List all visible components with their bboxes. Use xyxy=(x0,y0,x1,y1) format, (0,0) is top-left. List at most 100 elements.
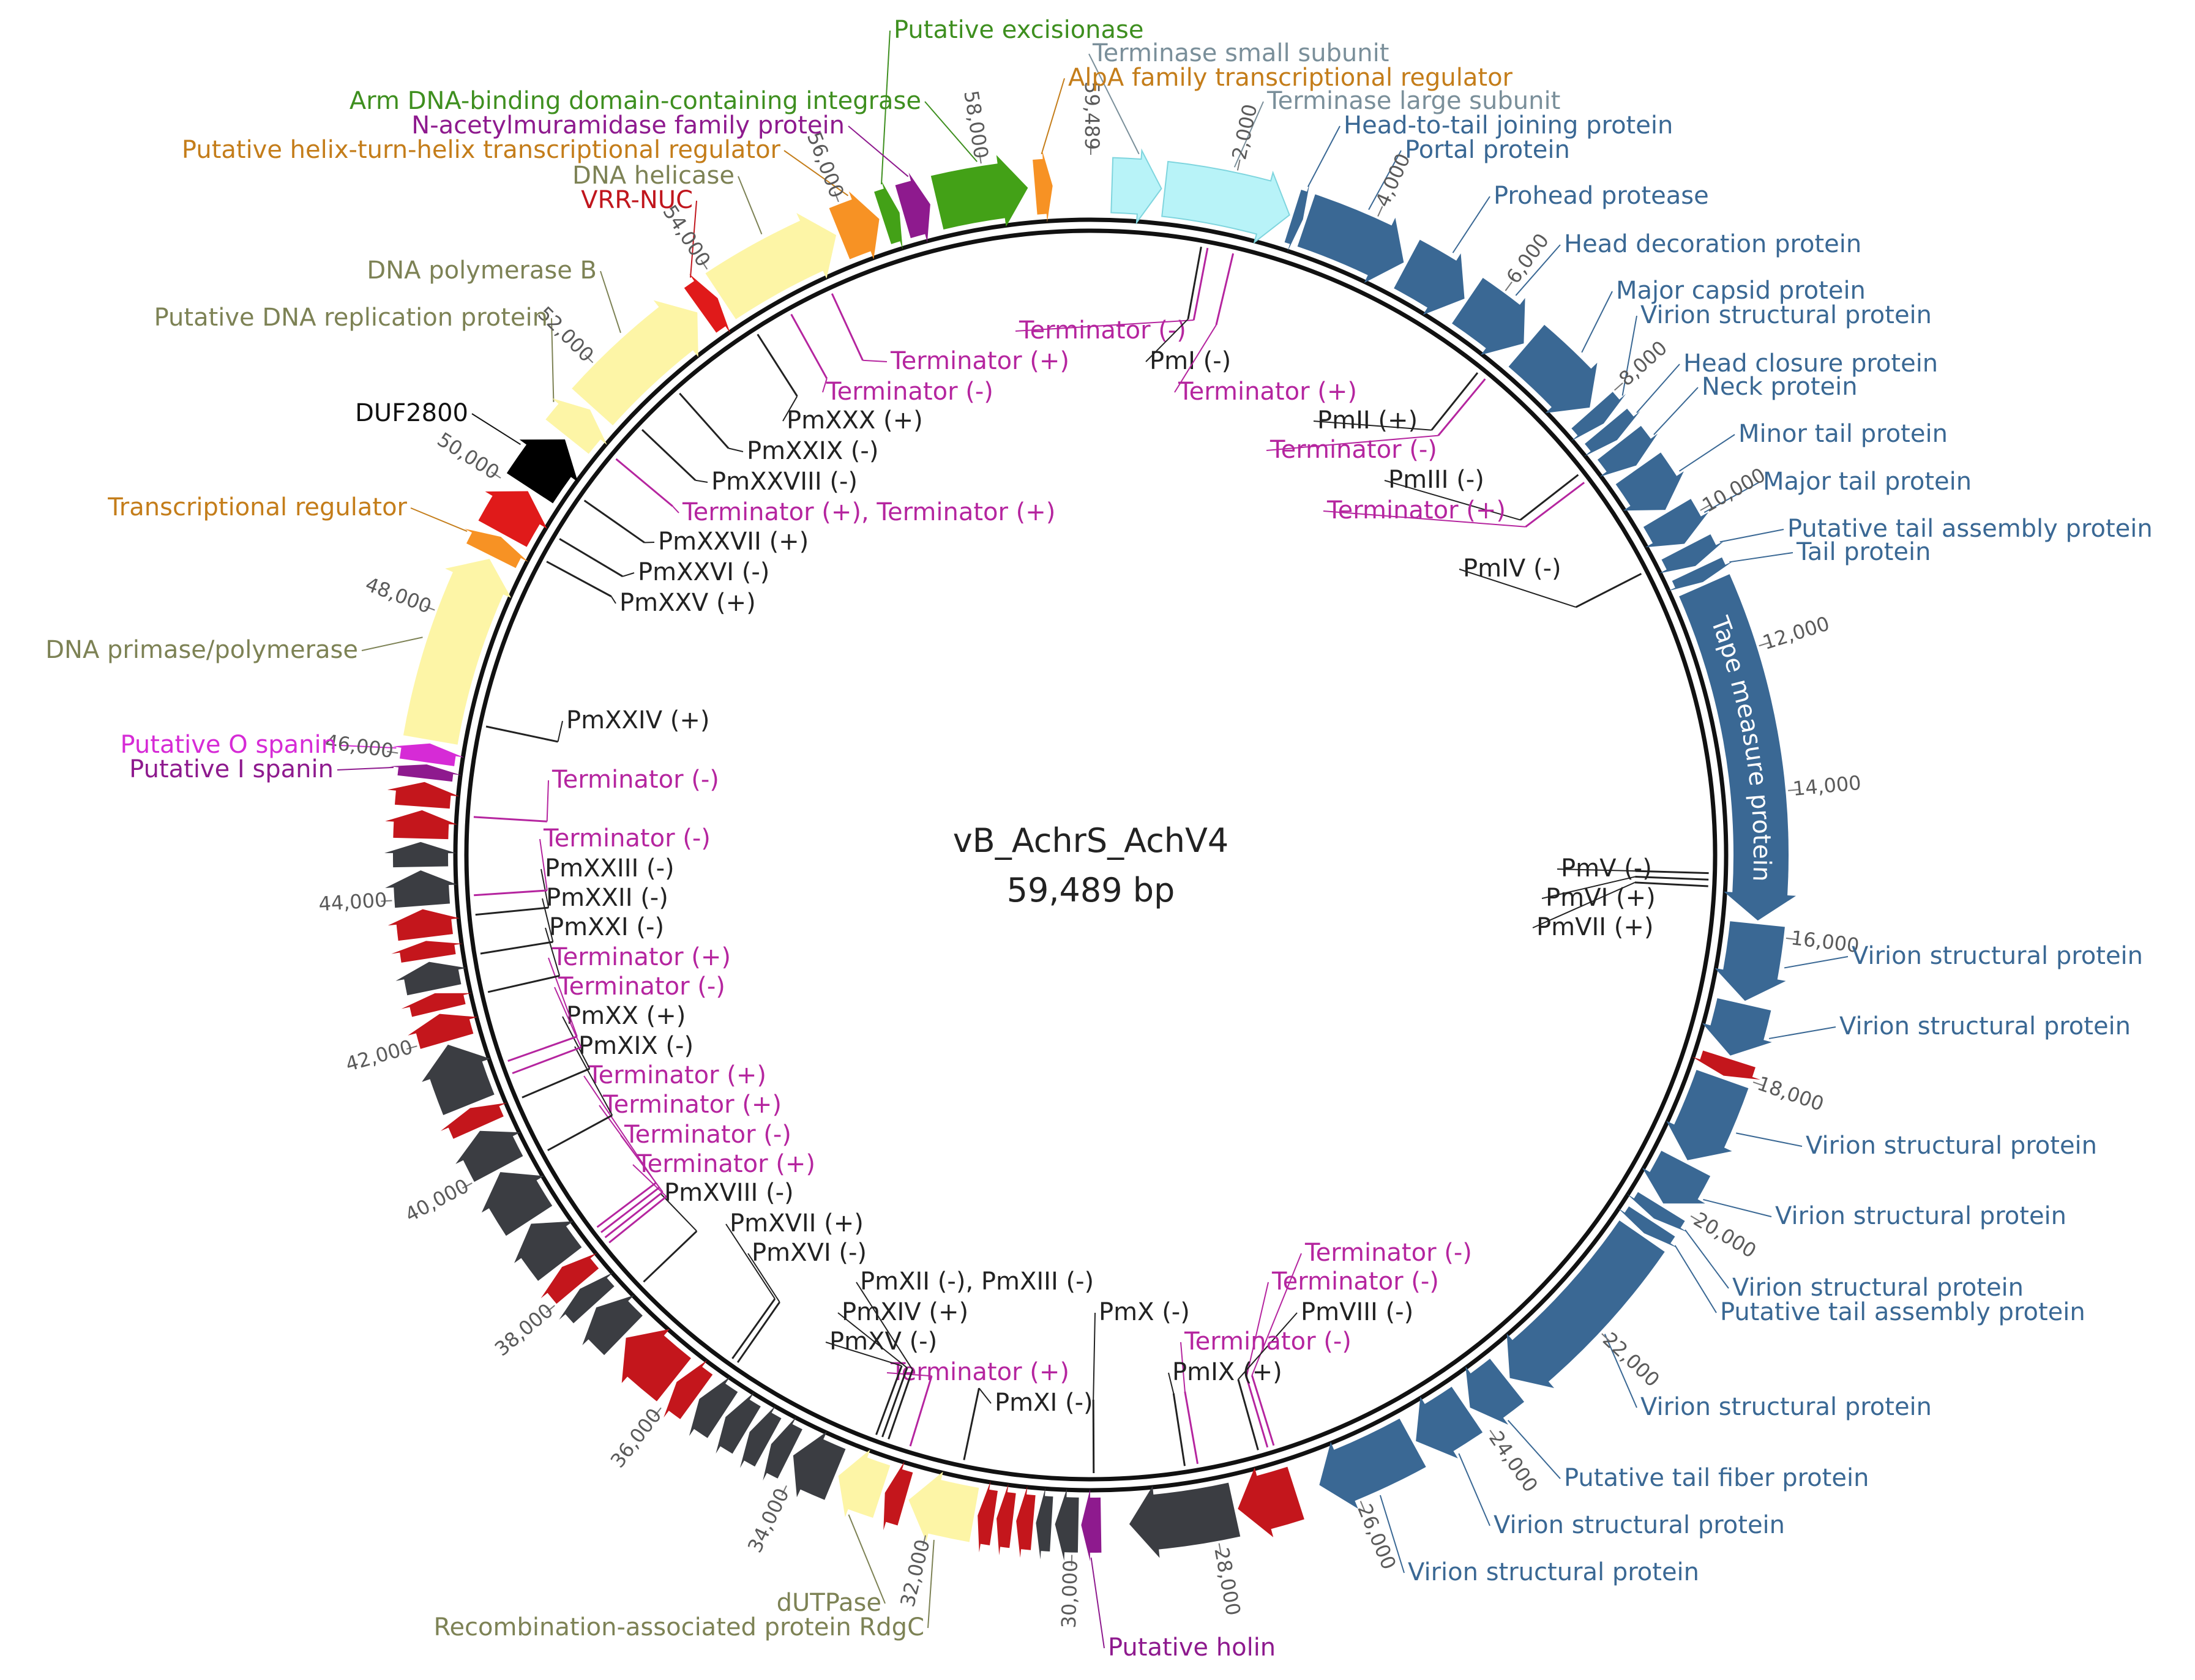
promoter-label: PmXXIX (-) xyxy=(747,437,878,465)
gene-putative-tail-assembly-protein xyxy=(1659,534,1724,573)
terminator-label: Terminator (-) xyxy=(1270,436,1437,464)
terminator-label: Terminator (-) xyxy=(552,766,719,794)
map-name: vB_AchrS_AchV4 xyxy=(953,821,1229,860)
terminator-mark xyxy=(1215,253,1235,326)
gene-tail-protein xyxy=(1667,557,1733,592)
connector-head-decoration-protein xyxy=(1515,244,1561,296)
connector-putative-tail-fiber-protein xyxy=(1507,1420,1561,1479)
tick-label: 20,000 xyxy=(1689,1208,1760,1263)
gene-hypothetical_red-32 xyxy=(997,1484,1016,1556)
connector-dna-helicase xyxy=(738,176,763,235)
tick-label: 58,000 xyxy=(959,89,993,160)
gene-virion-structural-protein xyxy=(1506,1220,1665,1388)
label-virion-structural-protein: Virion structural protein xyxy=(1494,1511,1785,1539)
connector-virion-structural-protein xyxy=(1703,1199,1772,1217)
tick-mark xyxy=(1690,1215,1701,1222)
label-neck-protein: Neck protein xyxy=(1702,373,1858,401)
promoter-label: PmXXVIII (-) xyxy=(711,468,858,496)
tick-label: 34,000 xyxy=(743,1484,794,1556)
terminator-label: Terminator (+) xyxy=(636,1150,815,1178)
terminator-label: Terminator (-) xyxy=(826,378,993,406)
gene-hypothetical_dark-48 xyxy=(481,1172,553,1236)
tick-mark xyxy=(1700,504,1710,511)
terminator-connector xyxy=(548,957,578,1037)
terminator-connector xyxy=(1180,1342,1186,1392)
promoter-connector xyxy=(1459,569,1576,608)
promoter-mark xyxy=(1092,1399,1095,1473)
tick-label: 6,000 xyxy=(1501,229,1554,288)
connector-dutpase xyxy=(848,1514,886,1604)
tick-label: 12,000 xyxy=(1760,611,1832,654)
promoter-mark xyxy=(736,1301,780,1363)
connector-putative-dna-replication-protein xyxy=(551,318,555,402)
promoter-mark xyxy=(641,429,697,481)
promoter-connector xyxy=(1557,868,1636,872)
gene-hypothetical_red-55 xyxy=(391,941,463,963)
connector-virion-structural-protein xyxy=(1784,956,1849,969)
gene-virion-structural-protein xyxy=(1319,1418,1426,1509)
gene-dna-polymerase-b xyxy=(572,300,698,426)
gene-duf2800 xyxy=(506,439,578,504)
gene-hypothetical_dark-27 xyxy=(1129,1482,1241,1558)
tick-mark xyxy=(491,471,501,479)
promoter-mark xyxy=(1172,1393,1186,1466)
label-prohead-protease: Prohead protease xyxy=(1494,182,1709,210)
gene-putative-o-spanin xyxy=(392,743,465,766)
promoter-label: PmXVI (-) xyxy=(752,1239,867,1267)
gene-hypothetical_dark-38 xyxy=(763,1416,802,1481)
label-putative-dna-replication-protein: Putative DNA replication protein xyxy=(154,304,548,332)
connector-virion-structural-protein xyxy=(1604,1334,1637,1408)
gene-putative-holin xyxy=(1081,1488,1102,1561)
promoter-label: PmV (-) xyxy=(1561,854,1652,883)
label-putative-helix-turn-helix-transcriptional-regulator: Putative helix-turn-helix transcriptiona… xyxy=(182,136,781,164)
promoter-connector xyxy=(557,720,563,742)
promoter-connector xyxy=(1093,1312,1096,1400)
terminator-label: Terminator (+) xyxy=(1326,496,1506,525)
terminator-mark xyxy=(600,1187,660,1233)
promoter-connector xyxy=(825,1342,902,1367)
connector-virion-structural-protein xyxy=(1621,315,1637,396)
terminator-connector xyxy=(1266,435,1438,451)
promoter-connector xyxy=(562,1016,591,1069)
connector-putative-i-spanin xyxy=(337,766,394,771)
connector-putative-tail-assembly-protein xyxy=(1674,1245,1717,1313)
promoter-connector xyxy=(644,542,655,543)
label-putative-o-spanin: Putative O spanin xyxy=(120,731,337,759)
label-virion-structural-protein: Virion structural protein xyxy=(1408,1558,1699,1586)
terminator-label: Terminator (-) xyxy=(624,1121,791,1149)
promoter-connector xyxy=(1541,876,1636,899)
terminator-label: Terminator (-) xyxy=(1304,1239,1472,1267)
promoter-label: PmIX (+) xyxy=(1172,1358,1282,1386)
connector-virion-structural-protein xyxy=(1768,1026,1836,1039)
regulatory-elements: Terminator (-)PmI (-)Terminator (+)PmII … xyxy=(473,246,1709,1473)
label-n-acetylmuramidase-family-protein: N-acetylmuramidase family protein xyxy=(411,111,845,140)
promoter-connector xyxy=(725,1223,776,1299)
tick-label: 28,000 xyxy=(1210,1546,1245,1618)
promoter-label: PmXXX (+) xyxy=(787,406,923,435)
connector-putative-holin xyxy=(1090,1557,1105,1649)
gene-hypothetical_dark-40 xyxy=(716,1392,761,1454)
terminator-label: Terminator (+) xyxy=(587,1061,766,1089)
tick-label: 50,000 xyxy=(433,428,504,484)
label-transcriptional-regulator: Transcriptional regulator xyxy=(107,493,407,521)
label-putative-i-spanin: Putative I spanin xyxy=(129,755,334,783)
gene-hypothetical_red-33 xyxy=(978,1480,998,1553)
label-minor-tail-protein: Minor tail protein xyxy=(1738,420,1948,448)
promoter-connector xyxy=(782,395,798,422)
connector-n-acetylmuramidase-family-protein xyxy=(848,125,909,177)
connector-major-tail-protein xyxy=(1703,482,1760,513)
promoter-mark xyxy=(1635,870,1709,875)
promoter-label: PmXXVII (+) xyxy=(658,528,809,556)
promoter-mark xyxy=(731,1298,776,1359)
terminator-mark xyxy=(474,889,547,897)
terminator-label: Terminator (-) xyxy=(1019,316,1186,345)
promoter-connector xyxy=(540,868,550,908)
gene-major-capsid-protein xyxy=(1508,324,1598,413)
gene-head-to-tail-joining-protein xyxy=(1284,183,1310,252)
connector-putative-tail-assembly-protein xyxy=(1719,529,1784,543)
promoter-mark xyxy=(547,1114,613,1151)
terminator-mark xyxy=(1192,247,1209,321)
terminator-connector xyxy=(1246,1282,1269,1378)
tick-mark xyxy=(700,259,708,270)
